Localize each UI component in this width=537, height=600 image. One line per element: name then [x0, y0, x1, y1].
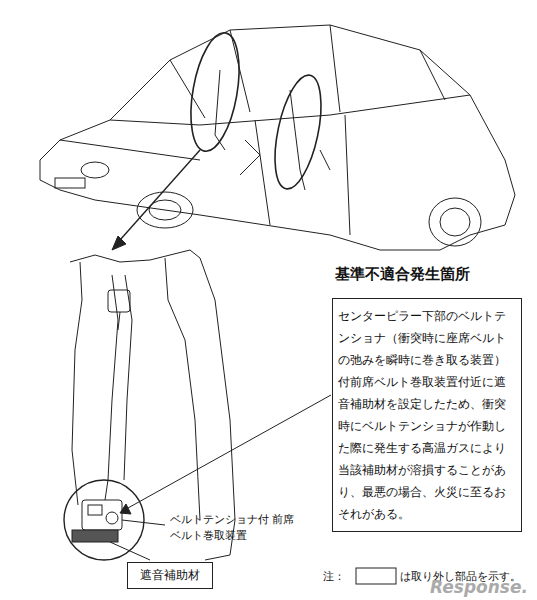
callout-heading: 基準不適合発生箇所 [335, 265, 470, 284]
watermark: Response. [430, 577, 528, 597]
part-name: 遮音補助材 [140, 567, 200, 584]
part-name: ベルトテンショナ付 前席ベルト巻取装置 [170, 512, 300, 544]
leader-line [122, 520, 165, 525]
removed-part-symbol [356, 568, 396, 584]
car-drawing [40, 25, 515, 250]
callout-box: センターピラー下部のベルトテンショナ（衝突時に座席ベルトの弛みを瞬時に巻き取る装… [332, 298, 522, 532]
leader-line [110, 542, 150, 560]
callout-text: センターピラー下部のベルトテンショナ（衝突時に座席ベルトの弛みを瞬時に巻き取る装… [338, 305, 516, 525]
arrowhead [120, 504, 131, 514]
part-label-box: 遮音補助材 [127, 562, 213, 589]
note-text: 注： [323, 569, 345, 584]
leader-line [128, 395, 331, 508]
